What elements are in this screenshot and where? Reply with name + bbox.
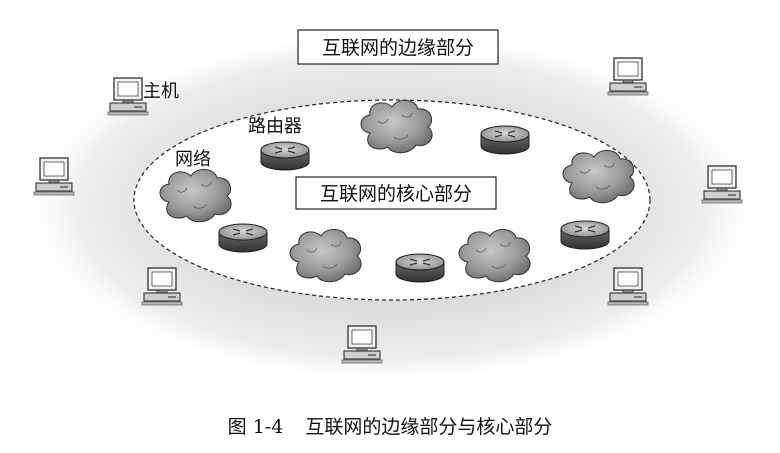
figure-number: 图 1-4 (227, 416, 284, 438)
router-icon (218, 223, 268, 253)
router-icon (395, 253, 445, 283)
figure-caption: 图 1-4 互联网的边缘部分与核心部分 (0, 412, 780, 439)
router-icon (260, 141, 310, 171)
network-cloud-icon (458, 228, 531, 283)
host-computer-icon (141, 267, 183, 306)
host-computer-icon (607, 267, 649, 306)
host-computer-icon (701, 165, 743, 204)
host-computer-icon (607, 57, 649, 96)
network-label: 网络 (175, 149, 211, 170)
core-title: 互联网的核心部分 (320, 183, 472, 205)
host-computer-icon (107, 77, 149, 116)
network-cloud-icon (360, 99, 433, 154)
router-icon (480, 125, 530, 155)
host-label: 主机 (143, 81, 179, 102)
figure-caption-text: 互联网的边缘部分与核心部分 (305, 416, 553, 438)
edge-title: 互联网的边缘部分 (322, 37, 474, 59)
network-cloud-icon (562, 149, 635, 204)
host-computer-icon (33, 157, 75, 196)
edge-title-box: 互联网的边缘部分 (297, 29, 499, 65)
core-title-box: 互联网的核心部分 (295, 176, 497, 210)
router-label: 路由器 (248, 116, 302, 137)
router-icon (560, 220, 610, 250)
host-computer-icon (341, 325, 383, 364)
network-cloud-icon (289, 228, 362, 283)
network-cloud-icon (159, 168, 232, 223)
